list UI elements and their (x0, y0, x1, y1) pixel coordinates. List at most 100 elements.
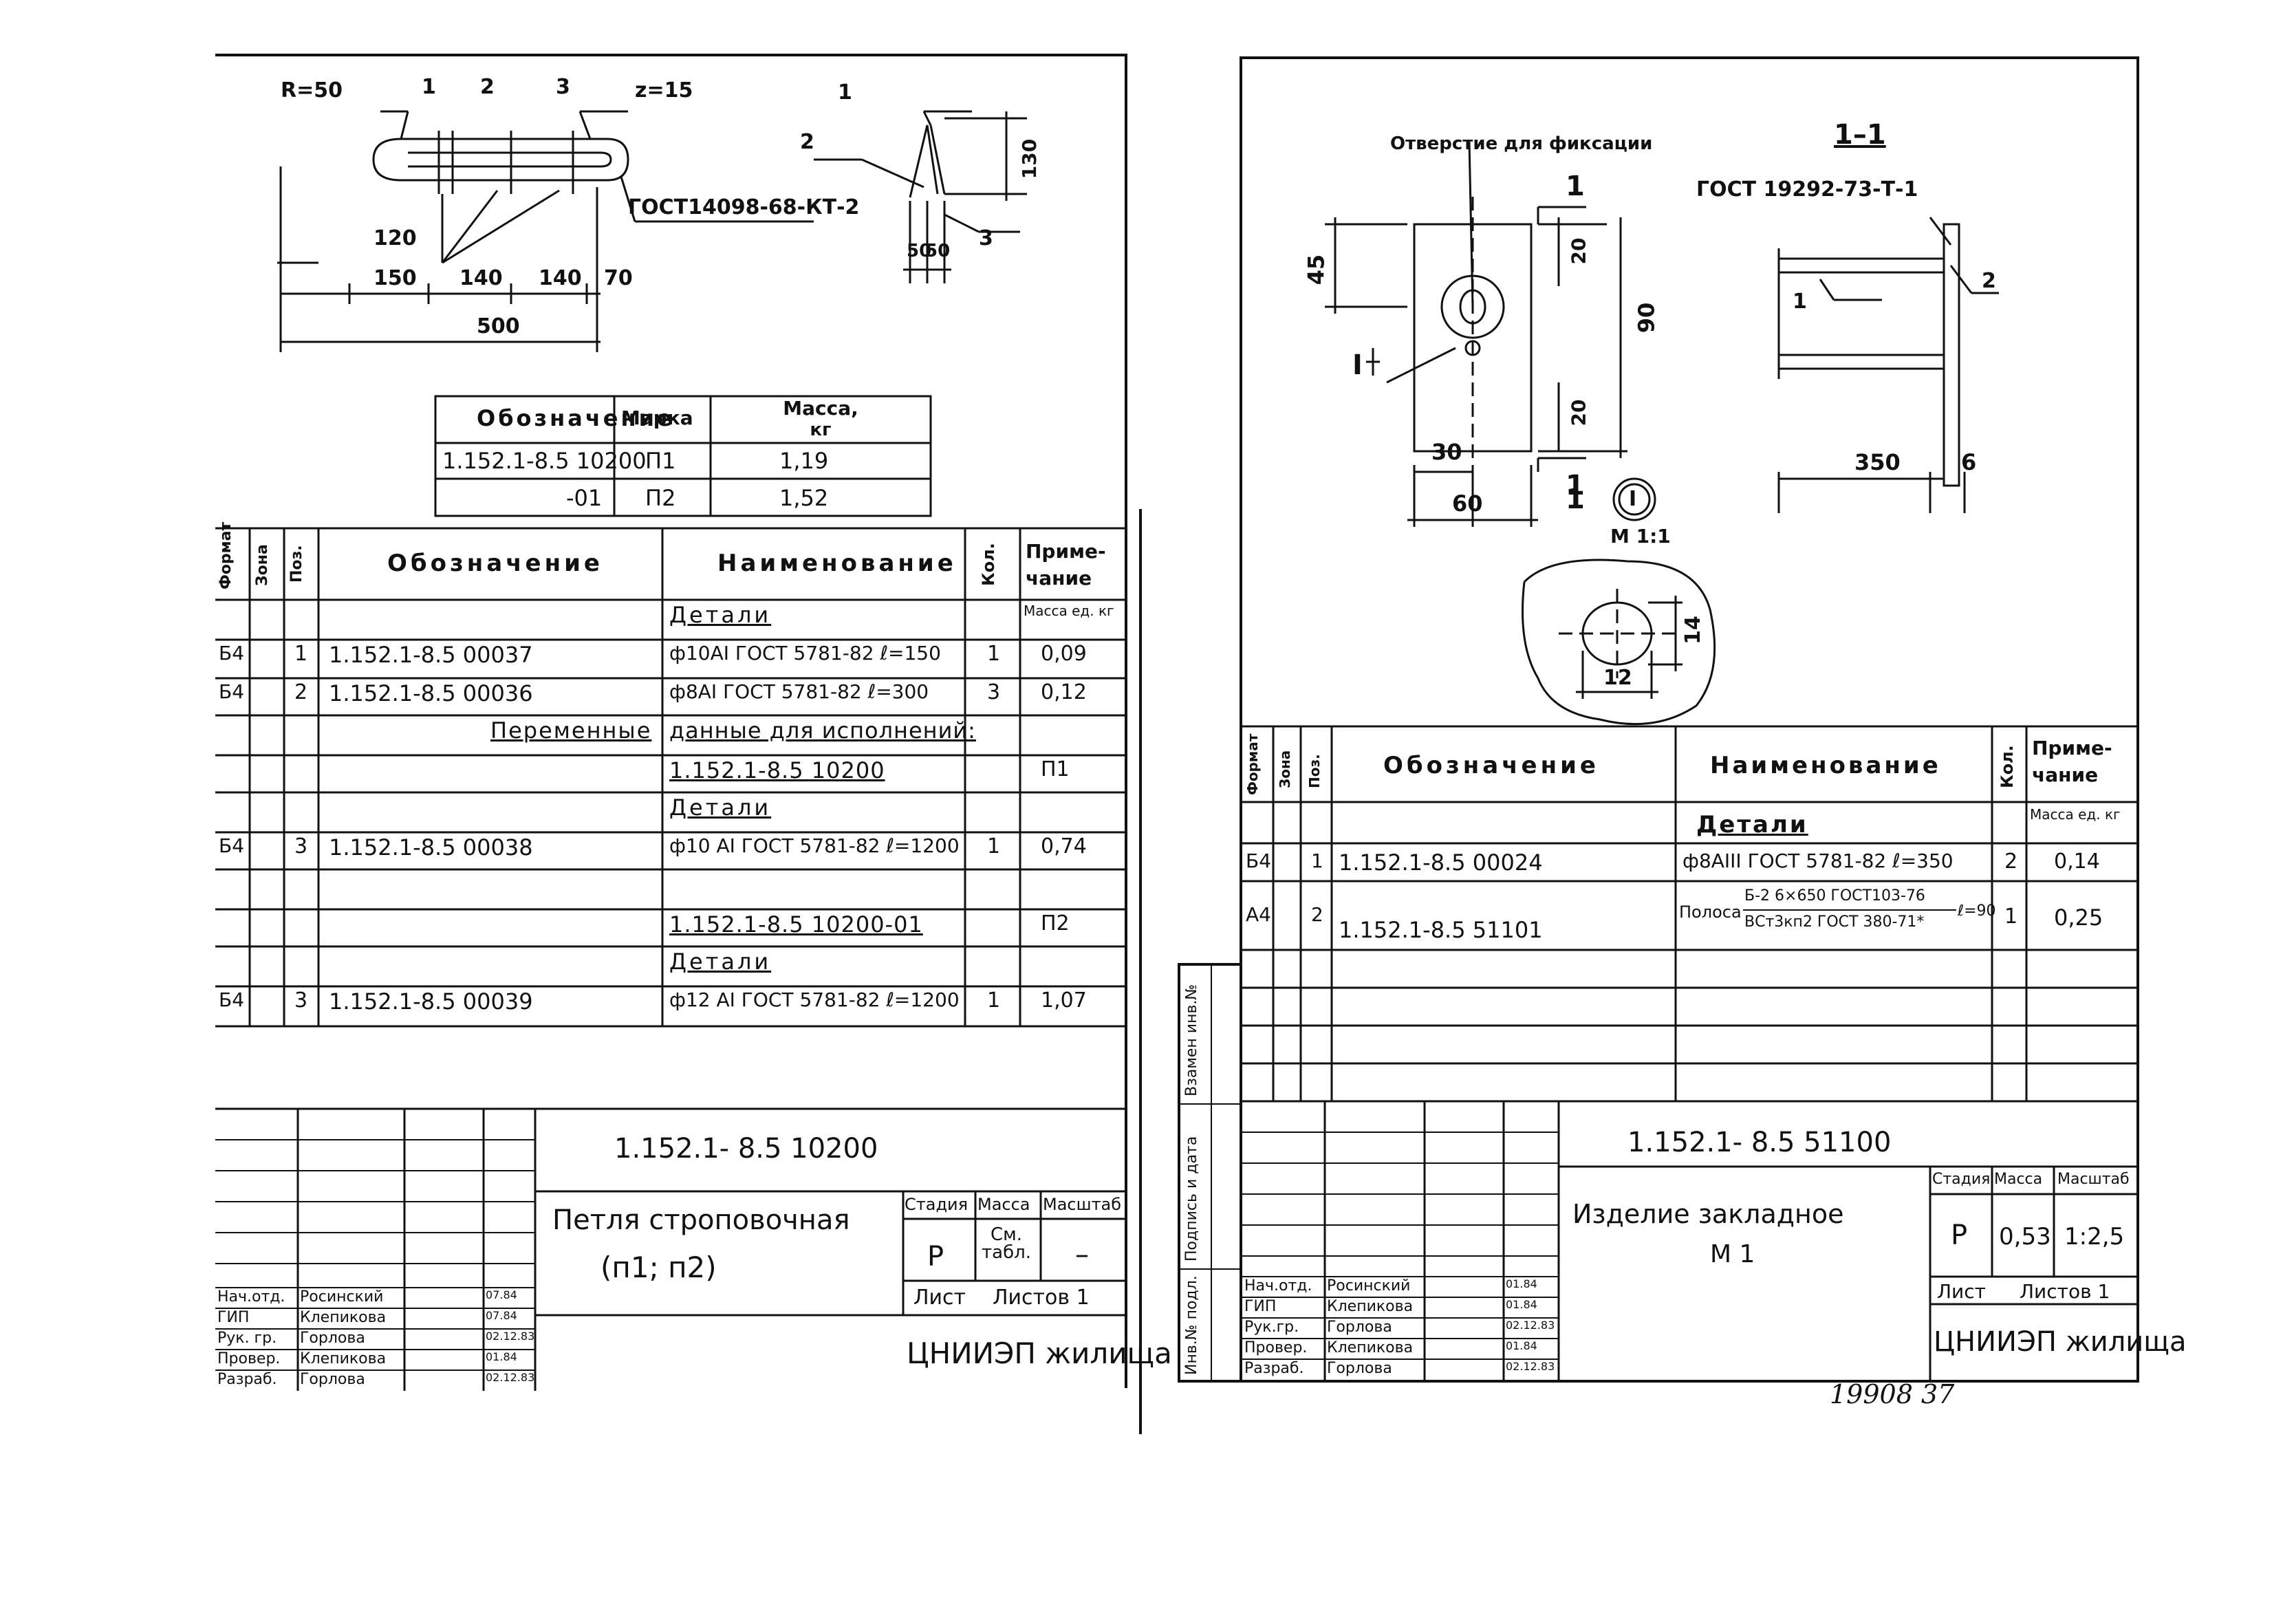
mass-row-2-designation: -01 (566, 485, 603, 511)
detail-scale: М 1:1 (1610, 525, 1671, 548)
spec-row-7-note: 0,74 (1041, 834, 1087, 858)
row-2-qty: 1 (2004, 905, 2018, 929)
dim-70: 70 (604, 266, 633, 290)
signature-4-date: 01.84 (1506, 1339, 1537, 1352)
dim-140a: 140 (459, 266, 503, 290)
side-stamp-inv: Инв.№ подл. (1183, 1275, 1200, 1375)
dim-350: 350 (1854, 449, 1901, 475)
spec-row-1-name: Детали (669, 602, 772, 628)
side-stamp-sign: Подпись и дата (1183, 1136, 1200, 1262)
scale-value: 1:2,5 (2064, 1223, 2125, 1251)
spec-row-11-format: Б4 (219, 988, 245, 1011)
mass-header-unit: кг (810, 420, 832, 440)
mass-row-1-mark: П1 (645, 448, 676, 474)
side-callout-2: 2 (800, 130, 814, 154)
spec-table-lines (215, 527, 1125, 1028)
plate-drawing (1325, 141, 1627, 527)
signature-1-date: 01.84 (1506, 1277, 1537, 1290)
radius-label: R=50 (281, 78, 343, 102)
spec-row-11-designation: 1.152.1-8.5 00039 (329, 988, 533, 1015)
row-2-name-bottom: ВСт3кп2 ГОСТ 380-71* (1744, 913, 1925, 931)
dim-14: 14 (1680, 616, 1705, 645)
cut-mark-side: 1 (1566, 484, 1585, 515)
hole-label: Отверстие для фиксации (1390, 133, 1653, 154)
spec-table-lines (1242, 725, 2136, 1103)
footer-note: 19908 37 (1830, 1379, 1955, 1409)
signature-5-date: 02.12.83 (1506, 1360, 1555, 1373)
title-code: 1.152.1- 8.5 51100 (1627, 1127, 1892, 1158)
scale-header: Масштаб (1043, 1195, 1122, 1214)
organization: ЦНИИЭП жилища (907, 1336, 1172, 1370)
mass-value: См. табл. (982, 1224, 1031, 1263)
left-sheet: R=50 1 2 3 z=15 ГОСТ14098-68-КТ-2 120 15… (215, 54, 1172, 1391)
cut-mark-bottom: 1 (1566, 470, 1585, 501)
signature-2-role: ГИП (217, 1309, 250, 1326)
spec-row-2-designation: 1.152.1-8.5 00037 (329, 642, 533, 668)
row-1-note: 0,14 (2054, 849, 2100, 874)
mass-header-mark: Марка (621, 407, 693, 429)
dim-20a: 20 (1567, 237, 1590, 265)
dim-90: 90 (1633, 302, 1660, 334)
spec-row-2-name: ф10АI ГОСТ 5781-82 ℓ=150 (669, 642, 941, 664)
spec-row-3-pos: 2 (294, 680, 308, 704)
spec-row-11-pos: 3 (294, 988, 308, 1013)
signature-3-role: Рук.гр. (1244, 1319, 1299, 1336)
spec-row-2-pos: 1 (294, 642, 308, 666)
mass-header-designation: Обозначение (477, 405, 675, 431)
signature-4-date: 01.84 (486, 1350, 517, 1363)
dim-50b: 50 (925, 241, 951, 261)
organization: ЦНИИЭП жилища (1934, 1326, 2187, 1358)
signature-5-name: Горлова (1327, 1360, 1392, 1377)
spec-row-5-note: П1 (1041, 757, 1070, 781)
mass-row-2-mark: П2 (645, 485, 676, 511)
spec-row-3-name: ф8АI ГОСТ 5781-82 ℓ=300 (669, 680, 929, 703)
callout-2: 2 (480, 75, 495, 99)
dim-6: 6 (1961, 449, 1977, 475)
row-2-fraction-line (1743, 909, 1956, 911)
sheet-label: Лист (913, 1286, 966, 1310)
bend-label: z=15 (635, 78, 693, 102)
scale-value: – (1075, 1239, 1089, 1270)
mass-header-mass: Масса, (783, 397, 858, 420)
signature-2-name: Клепикова (1327, 1298, 1414, 1315)
signature-3-name: Горлова (300, 1330, 365, 1347)
spec-header-note: Приме-чание (2032, 737, 2112, 787)
signature-4-name: Клепикова (300, 1350, 387, 1367)
signature-1-name: Росинский (1327, 1277, 1411, 1295)
signature-4-name: Клепикова (1327, 1339, 1414, 1356)
spec-header-zone: Зона (1277, 750, 1293, 788)
title-line-1: Изделие закладное (1572, 1199, 1844, 1229)
dim-130: 130 (1018, 138, 1041, 180)
spec-row-7-pos: 3 (294, 834, 308, 858)
spec-row-10-name: Детали (669, 949, 772, 975)
stage-header: Стадия (1932, 1171, 1991, 1188)
mass-unit-note: Масса ед. кг (2030, 806, 2121, 823)
weld-gost: ГОСТ14098-68-КТ-2 (628, 195, 860, 219)
spec-row-2-note: 0,09 (1041, 642, 1087, 666)
spec-row-3-format: Б4 (219, 680, 245, 703)
details-heading: Детали (1696, 811, 1808, 838)
row-2-format: А4 (1246, 903, 1271, 926)
section-drawing (1777, 217, 1999, 513)
spec-header-name: Наименование (1710, 752, 1941, 779)
dim-120: 120 (374, 226, 417, 250)
spec-row-5-name: 1.152.1-8.5 10200 (669, 757, 885, 783)
row-2-note: 0,25 (2054, 905, 2103, 931)
sheet-divider (1139, 509, 1142, 1434)
signature-4-role: Провер. (1244, 1339, 1308, 1356)
signature-4-role: Провер. (217, 1350, 281, 1367)
signature-1-role: Нач.отд. (217, 1288, 285, 1306)
spec-header-name: Наименование (717, 550, 957, 577)
row-1-pos: 1 (1311, 849, 1323, 872)
spec-row-2-format: Б4 (219, 642, 245, 664)
spec-row-9-name: 1.152.1-8.5 10200-01 (669, 911, 923, 938)
section-gost: ГОСТ 19292-73-Т-1 (1696, 177, 1918, 202)
spec-header-qty: Кол. (1998, 745, 2017, 788)
side-callout-3: 3 (979, 226, 993, 250)
signature-1-name: Росинский (300, 1288, 384, 1306)
title-code: 1.152.1- 8.5 10200 (614, 1133, 878, 1165)
side-stamp: Инв.№ подл. Подпись и дата Взамен инв.№ (1178, 963, 1242, 1383)
spec-row-1-note: Масса ед. кг (1024, 603, 1114, 619)
signature-3-date: 02.12.83 (486, 1330, 535, 1343)
detail-callout: I (1352, 349, 1363, 381)
